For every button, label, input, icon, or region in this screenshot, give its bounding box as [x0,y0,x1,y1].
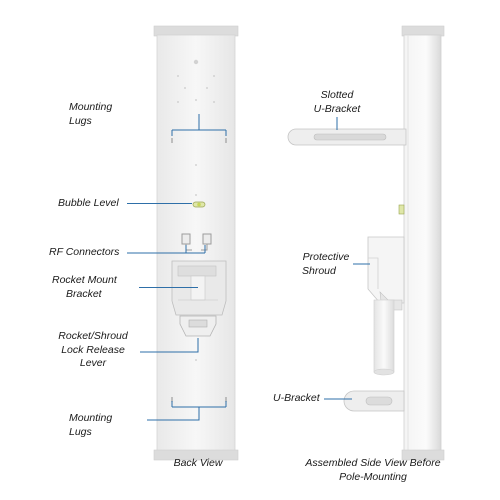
protective-shroud [367,236,405,311]
leader-mounting-lugs-top [171,114,227,136]
label-mounting-lugs-top: Mounting Lugs [69,101,113,127]
side-bottom-cap [401,449,445,461]
top-mounting-lugs [171,138,227,143]
side-bubble-level [398,204,405,215]
caption-side-view: Assembled Side View Before Pole-Mounting [305,457,441,483]
leader-lock-release-lever [140,338,199,353]
leader-mounting-lugs-bottom [147,401,227,421]
panel-dots [177,59,215,361]
caption-back-view: Back View [173,457,223,469]
side-view-assembly [287,25,445,461]
bottom-end-cap [153,449,239,461]
label-rocket-mount-bracket: Rocket Mount Bracket [52,274,117,300]
label-slotted-u-bracket: Slotted U-Bracket [313,89,361,115]
side-top-cap [401,25,445,37]
label-lock-release-lever: Rocket/Shroud Lock Release Lever [58,330,128,369]
slotted-u-bracket [287,128,407,146]
back-view-leaders [127,114,227,421]
label-bubble-level: Bubble Level [58,197,119,209]
u-bracket [343,390,405,412]
back-view-antenna [153,25,239,461]
leader-rf-connectors [127,245,206,254]
rocket-mount-bracket [171,260,227,316]
top-end-cap [153,25,239,37]
label-rf-connectors: RF Connectors [49,246,120,258]
side-view-leaders [324,117,370,400]
label-mounting-lugs-bottom: Mounting Lugs [69,412,113,438]
label-protective-shroud: Protective Shroud [302,251,350,277]
bubble-level [192,201,206,208]
side-panel [403,34,442,453]
antenna-panel [156,34,236,453]
lock-release-lever [179,315,217,337]
pole [373,299,395,376]
label-u-bracket: U-Bracket [273,392,320,404]
